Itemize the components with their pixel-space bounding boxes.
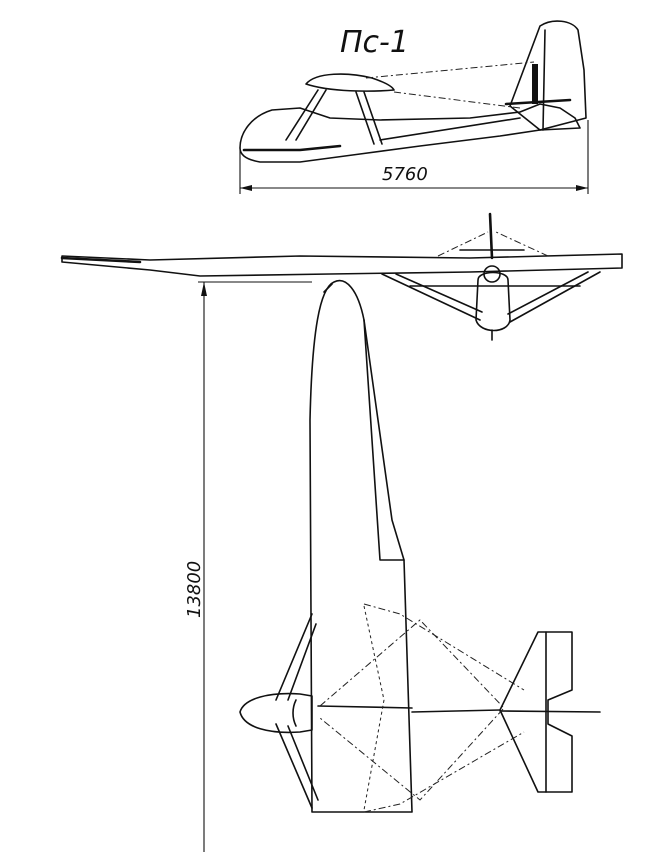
plan-tail-boom [411, 709, 501, 713]
front-fin [488, 212, 494, 260]
length-arrow-left [240, 185, 252, 191]
side-cable-lower [393, 91, 521, 109]
plan-cable-cross [319, 619, 505, 801]
front-wing [61, 253, 623, 277]
side-fin [509, 20, 587, 131]
plan-aileron [363, 319, 405, 561]
plan-tail-axis [499, 710, 601, 713]
front-pilot-head [483, 265, 501, 283]
front-cable-right [495, 231, 549, 257]
side-rudder-hinge [542, 29, 546, 131]
span-arrow-top [201, 282, 207, 296]
span-dimension-label: 13800 [184, 561, 205, 618]
plan-aileron-split [323, 283, 333, 293]
length-dimension-label: 5760 [382, 164, 428, 185]
front-strut-right [509, 271, 601, 323]
plan-boom-upper [317, 705, 413, 709]
plan-nacelle [239, 692, 313, 734]
front-cable-left [437, 231, 489, 257]
side-strut-rear-2 [363, 91, 383, 145]
front-fuselage [475, 271, 511, 332]
plan-strut-upper-2 [287, 623, 317, 701]
front-wing-tip [60, 256, 142, 264]
side-fuselage [239, 103, 581, 163]
plan-view: 13800 [184, 279, 601, 852]
front-view [60, 212, 623, 341]
plan-cable-triangle-lower [363, 731, 525, 813]
side-strut-front [285, 89, 319, 141]
side-view: 5760 [239, 20, 589, 194]
side-strut-rear [355, 91, 375, 145]
front-strut-left [381, 273, 481, 321]
plan-wing [309, 279, 413, 813]
side-stabilizer [504, 98, 572, 106]
plan-cockpit [292, 699, 297, 727]
front-strut-left-2 [395, 273, 483, 313]
length-arrow-right [576, 185, 588, 191]
side-skid [242, 144, 342, 152]
side-strut-front-2 [295, 89, 327, 141]
side-tail-boom [379, 117, 521, 141]
plan-strut-lower-2 [287, 725, 319, 801]
drawing-title: Пс-1 [340, 25, 409, 60]
side-rudder-mark [532, 64, 538, 104]
plan-strut-upper [275, 613, 313, 701]
plan-cable-left [363, 605, 385, 811]
plan-strut-lower [275, 723, 313, 809]
side-wing-profile [305, 73, 395, 92]
side-cable-upper [365, 61, 535, 79]
front-strut-right-2 [507, 271, 589, 315]
